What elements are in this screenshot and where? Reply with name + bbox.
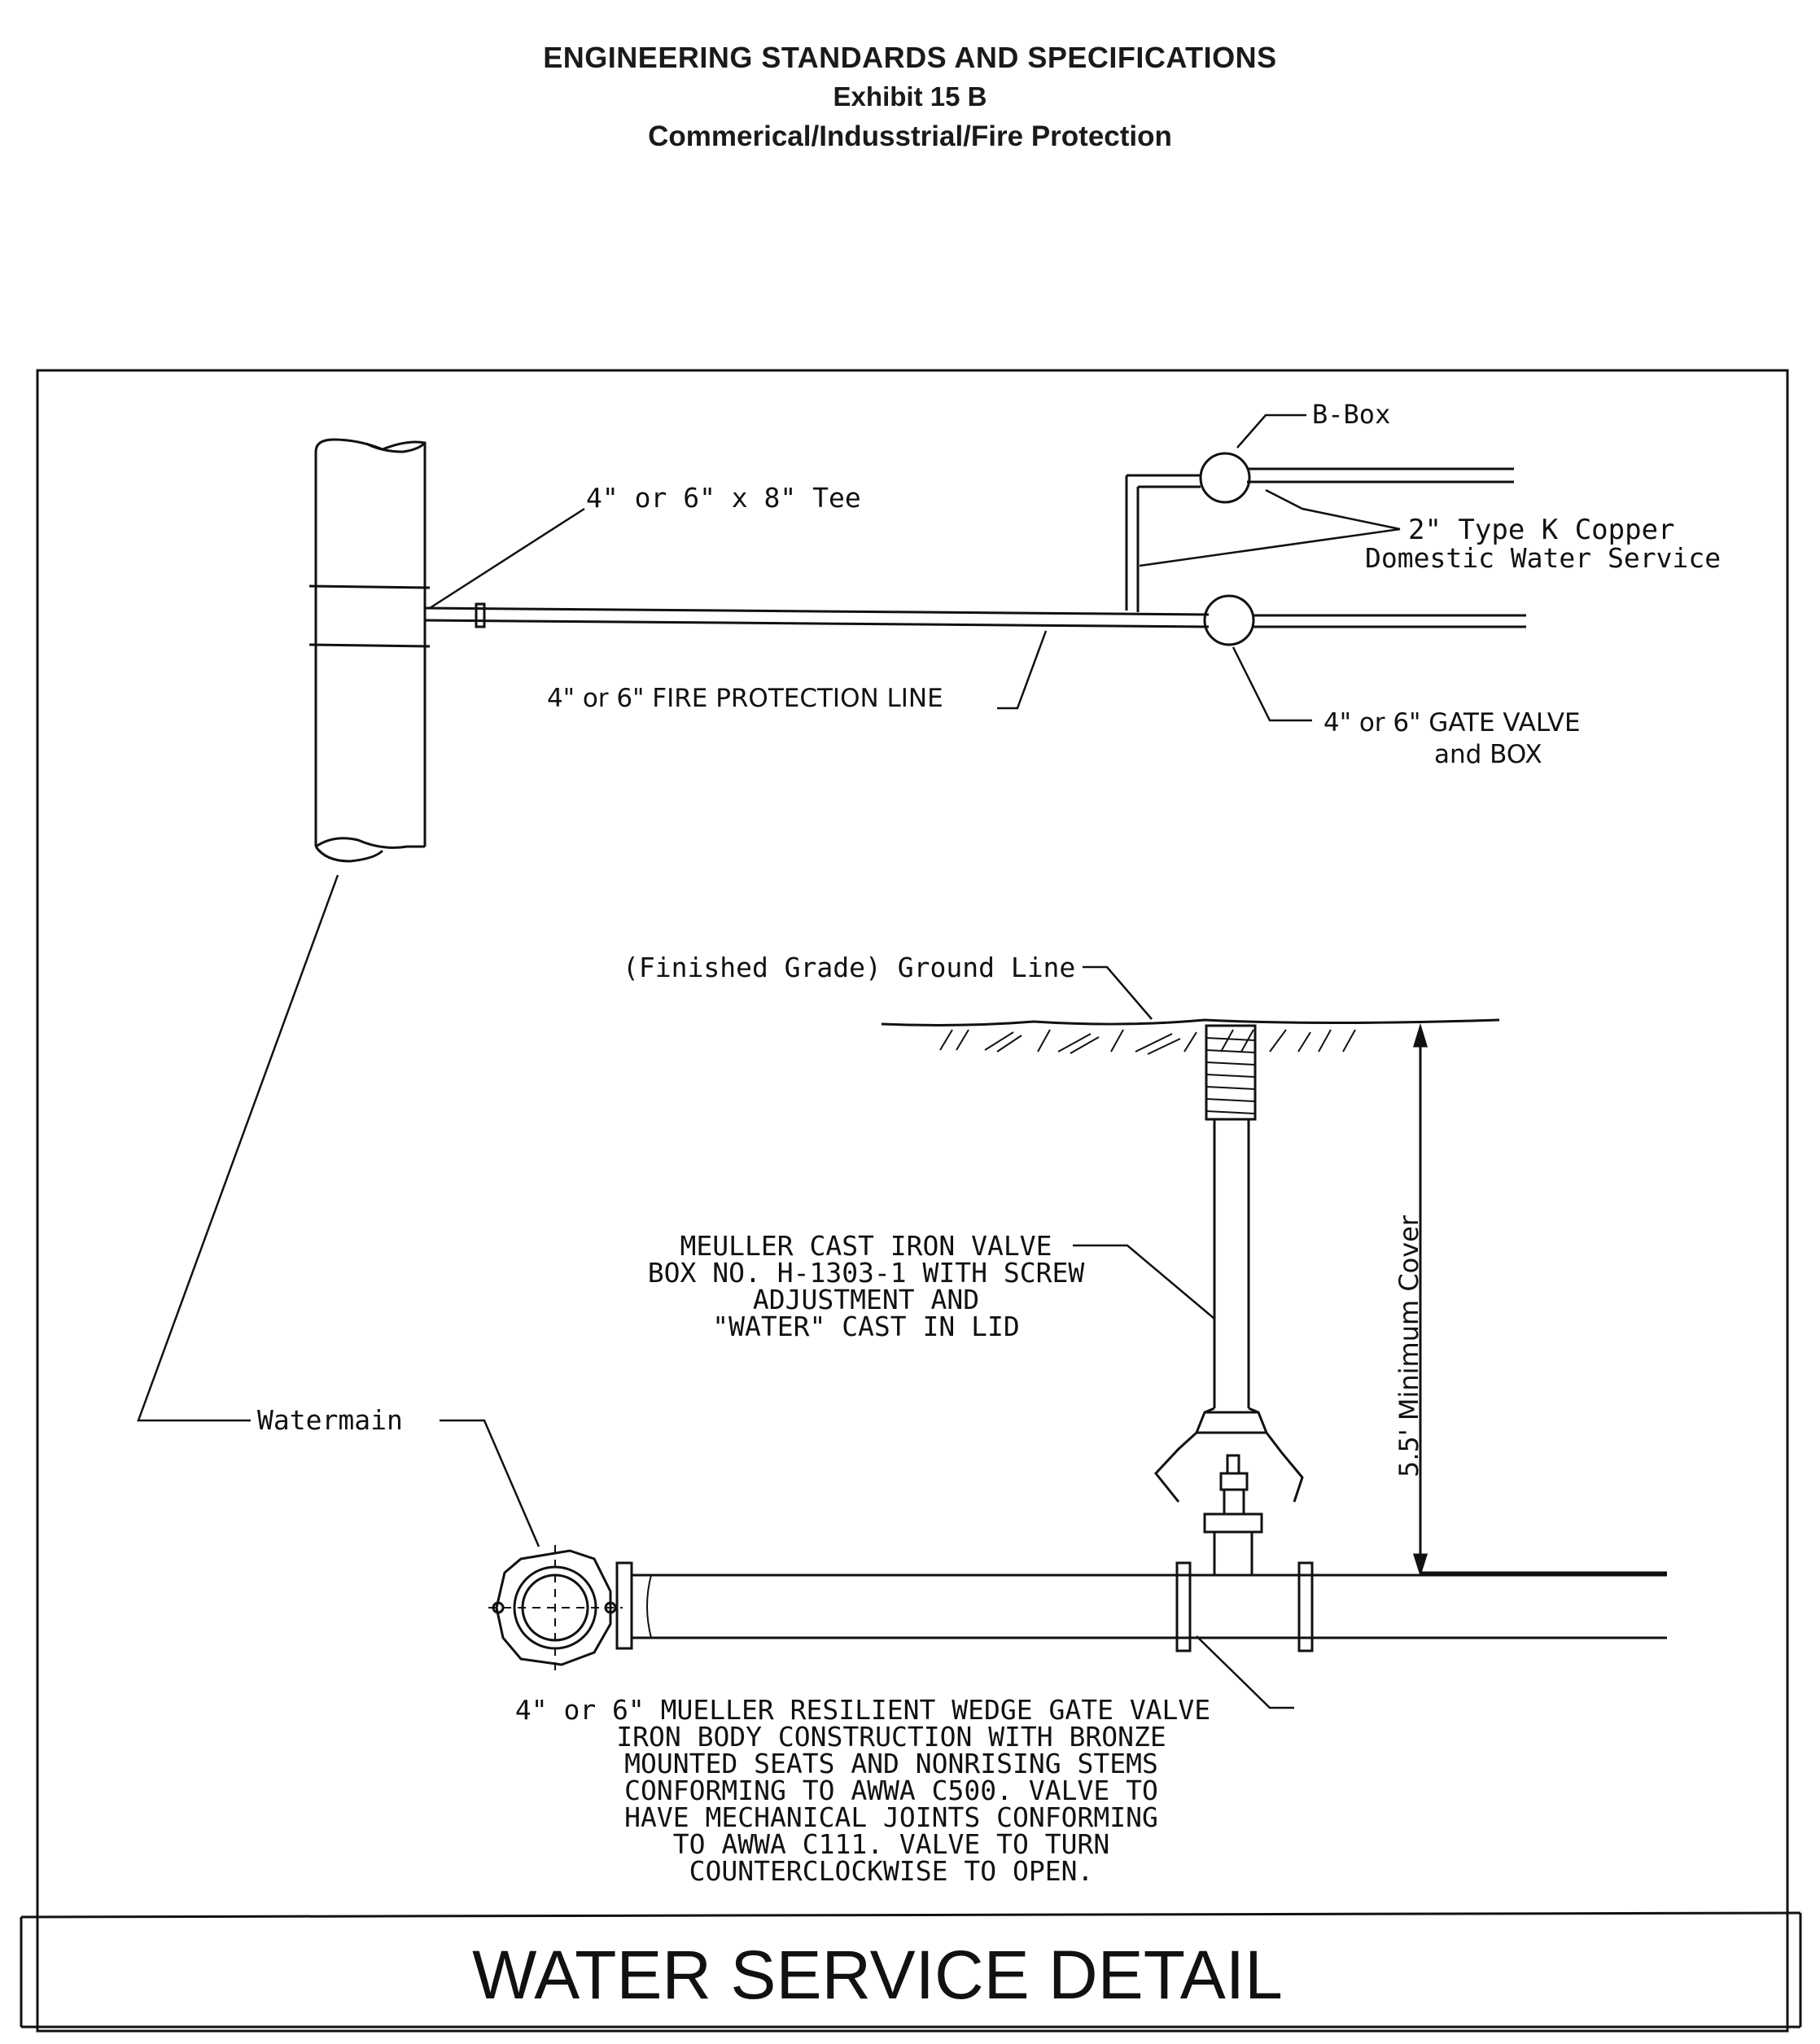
wedge-gate-valve-leader [1196,1635,1294,1709]
fire-line-label: 4" or 6" FIRE PROTECTION LINE [547,684,943,713]
valve-box-label-2: BOX NO. H-1303-1 WITH SCREW [648,1257,1085,1289]
wedge-label-5: HAVE MECHANICAL JOINTS CONFORMING [624,1801,1158,1833]
watermain-label-leader [440,1419,540,1547]
header-line-3: Commerical/Indusstrial/Fire Protection [648,120,1172,152]
wedge-label-4: CONFORMING TO AWWA C500. VALVE TO [624,1775,1158,1806]
watermain-label: Watermain [257,1404,403,1436]
copper-leader [1265,488,1401,531]
fire-protection-line [424,602,1526,628]
header-line-1: ENGINEERING STANDARDS AND SPECIFICATIONS [543,41,1277,74]
wedge-label-3: MOUNTED SEATS AND NONRISING STEMS [624,1748,1158,1779]
valve-box-leader [1073,1244,1215,1320]
tee-label: 4" or 6" x 8" Tee [586,482,861,514]
copper-leader-2 [1139,527,1401,567]
valve-box-label-4: "WATER" CAST IN LID [712,1311,1020,1342]
ground-line [881,1018,1500,1055]
header-line-2: Exhibit 15 B [833,81,987,112]
gate-valve-symbol [1203,594,1255,646]
ground-line-label: (Finished Grade) Ground Line [623,952,1075,983]
gate-valve-label-2: and BOX [1434,740,1542,769]
watermain-side-view [615,1561,1667,1652]
fire-line-leader [997,630,1048,710]
cover-label: 5.5' Minimum Cover [1393,1215,1424,1477]
title-block-top-line [20,1911,1801,1919]
watermain-leader [137,874,339,1422]
gate-valve-leader [1232,646,1312,722]
copper-label-1: 2" Type K Copper [1408,514,1675,546]
b-box-symbol [1199,452,1251,504]
valve-box-label-3: ADJUSTMENT AND [753,1284,979,1315]
b-box-leader [1236,414,1306,449]
watermain-end-view [488,1545,623,1673]
watermain-top-view [308,438,431,863]
ground-line-leader [1083,965,1153,1020]
drawing-title: WATER SERVICE DETAIL [472,1937,1283,2013]
wedge-label-6: TO AWWA C111. VALVE TO TURN [673,1828,1109,1860]
wedge-label-2: IRON BODY CONSTRUCTION WITH BRONZE [616,1721,1166,1753]
wedge-label-1: 4" or 6" MUELLER RESILIENT WEDGE GATE VA… [515,1694,1210,1726]
valve-operator [1203,1454,1263,1575]
valve-box-label-1: MEULLER CAST IRON VALVE [680,1230,1052,1262]
gate-valve-label-1: 4" or 6" GATE VALVE [1323,708,1581,738]
cover-dimension [1412,1022,1667,1577]
drawing-border [36,369,1789,2033]
tee-leader [429,507,585,610]
b-box-label: B-Box [1312,399,1390,430]
wedge-label-7: COUNTERCLOCKWISE TO OPEN. [689,1855,1094,1887]
copper-service-line [1125,467,1514,612]
valve-box [1154,1024,1304,1503]
copper-label-2: Domestic Water Service [1365,542,1721,574]
